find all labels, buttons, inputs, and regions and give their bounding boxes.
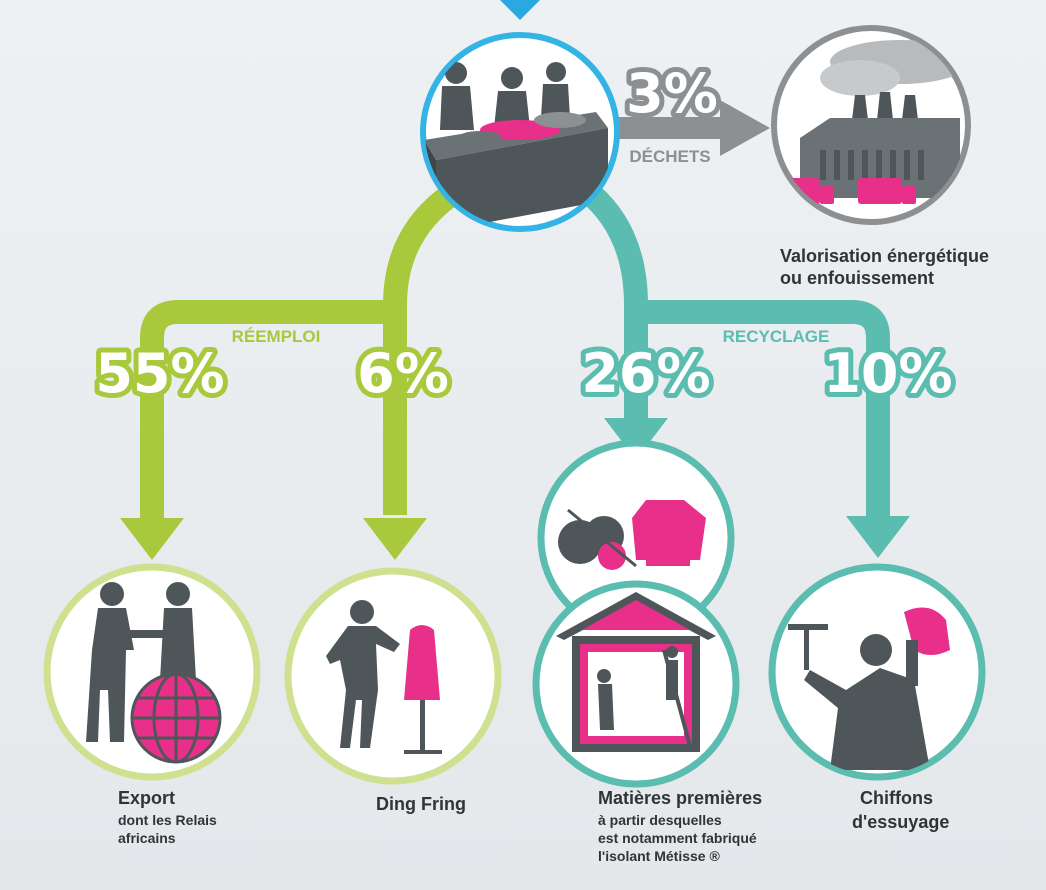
raw-materials-title: Matières premières [598,788,762,808]
ding-fring-node [288,571,498,781]
rags-node [772,567,982,777]
sorting-node [423,35,617,232]
reuse-label: RÉEMPLOI [232,327,321,346]
export-percent: 55% [95,342,224,405]
raw-materials-node [536,443,736,784]
export-sub-1: dont les Relais [118,812,217,828]
input-arrow [500,0,540,20]
export-arrowhead [120,518,184,560]
export-sub-2: africains [118,830,176,846]
rags-title: Chiffons [860,788,933,808]
rags-percent: 10% [823,342,952,405]
ding-fring-percent: 6% [357,342,449,405]
raw-materials-sub-1: à partir desquelles [598,812,722,828]
waste-destination-line-1: Valorisation énergétique [780,246,989,266]
ding-fring-title: Ding Fring [376,794,466,814]
raw-materials-sub-2: est notamment fabriqué [598,830,757,846]
export-node [47,567,257,777]
ding-fring-arrowhead [363,518,427,560]
rags-title-2: d'essuyage [852,812,949,832]
export-title: Export [118,788,175,808]
raw-materials-percent: 26% [581,342,710,405]
waste-percent: 3% [626,62,718,125]
rags-arrowhead [846,516,910,558]
waste-label: DÉCHETS [629,147,710,166]
waste-destination-line-2: ou enfouissement [780,268,934,288]
recycle-label: RECYCLAGE [723,327,830,346]
raw-materials-sub-3: l'isolant Métisse ® [598,848,720,864]
waste-destination-node [774,28,970,222]
